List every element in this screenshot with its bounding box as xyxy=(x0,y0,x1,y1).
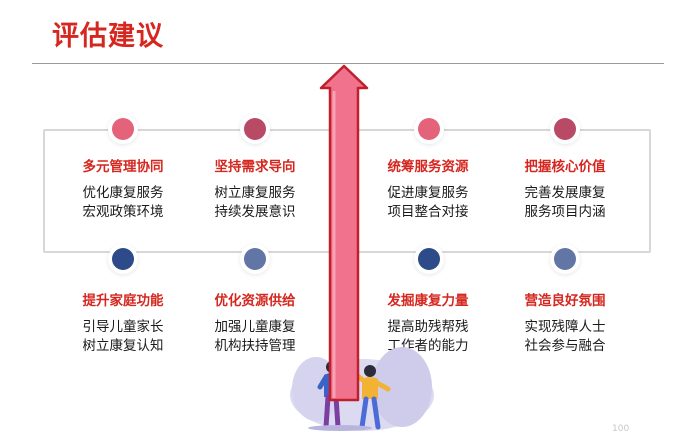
bottom-item-3-heading: 发掘康复力量 xyxy=(387,293,469,309)
top-item-4-dot xyxy=(554,118,576,140)
top-item-2-dot xyxy=(244,118,266,140)
top-item-1-heading: 多元管理协同 xyxy=(82,159,164,175)
bottom-item-4-dot xyxy=(554,248,576,270)
bottom-item-4-line-2: 社会参与融合 xyxy=(524,338,606,354)
top-item-1-line-1: 优化康复服务 xyxy=(82,185,164,201)
bottom-item-1-heading: 提升家庭功能 xyxy=(82,293,164,309)
bottom-item-2-line-1: 加强儿童康复 xyxy=(214,319,296,335)
top-item-3-heading: 统筹服务资源 xyxy=(387,159,469,175)
bottom-item-3-dot xyxy=(418,248,440,270)
top-item-2-heading: 坚持需求导向 xyxy=(214,159,296,175)
top-item-4-line-1: 完善发展康复 xyxy=(524,185,606,201)
top-item-2-line-1: 树立康复服务 xyxy=(214,185,296,201)
bottom-item-2-dot xyxy=(244,248,266,270)
top-item-3-line-2: 项目整合对接 xyxy=(387,204,469,220)
bottom-item-3-line-1: 提高助残帮残 xyxy=(387,319,469,335)
bottom-item-4-heading: 营造良好氛围 xyxy=(524,293,606,309)
bottom-item-1-line-1: 引导儿童家长 xyxy=(82,319,164,335)
bottom-item-2-line-2: 机构扶持管理 xyxy=(214,338,296,354)
top-item-1-line-2: 宏观政策环境 xyxy=(82,204,164,220)
bottom-item-1-dot xyxy=(112,248,134,270)
bottom-item-4-line-1: 实现残障人士 xyxy=(524,319,606,335)
people-pushing-illustration xyxy=(290,347,434,431)
up-arrow xyxy=(319,64,369,402)
top-item-4-line-2: 服务项目内涵 xyxy=(524,204,606,220)
bottom-item-2-heading: 优化资源供给 xyxy=(214,293,296,309)
top-item-1-dot xyxy=(112,118,134,140)
top-item-3-line-1: 促进康复服务 xyxy=(387,185,469,201)
page-title: 评估建议 xyxy=(52,21,164,52)
page-number: 100 xyxy=(612,424,630,434)
bottom-item-1-line-2: 树立康复认知 xyxy=(82,338,164,354)
top-item-3-dot xyxy=(418,118,440,140)
title-divider xyxy=(32,63,664,64)
top-item-2-line-2: 持续发展意识 xyxy=(214,204,296,220)
top-item-4-heading: 把握核心价值 xyxy=(524,159,606,175)
